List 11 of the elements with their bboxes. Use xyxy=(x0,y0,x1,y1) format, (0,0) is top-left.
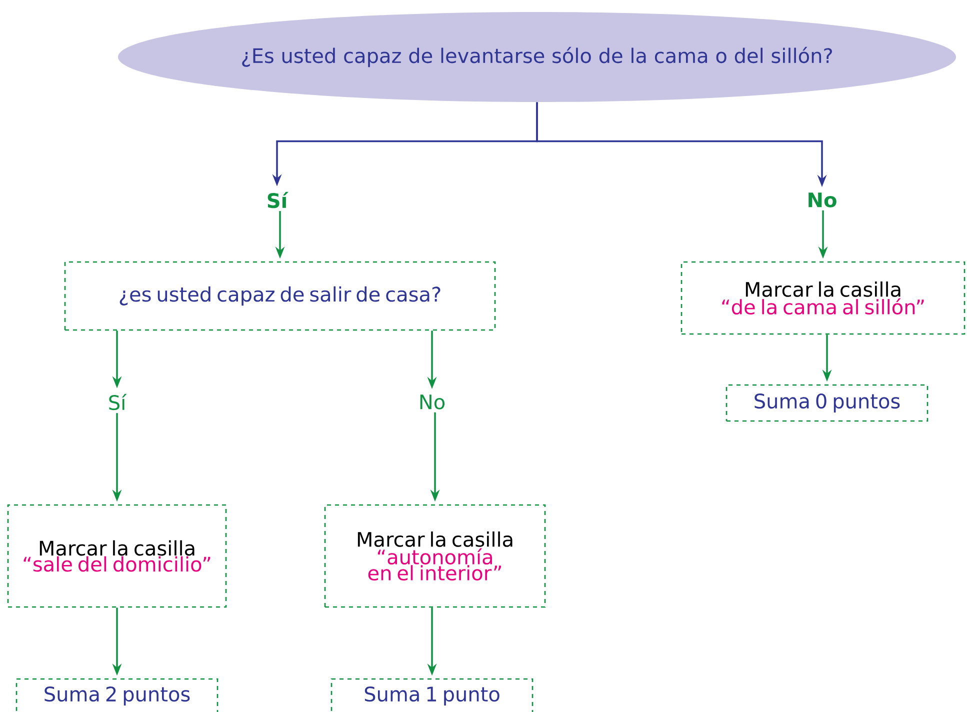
dashed-box: Marcar la casilla “autonomía en el interior” xyxy=(324,504,546,608)
answer-label: No xyxy=(808,192,836,208)
dashed-box: Marcar la casilla “sale del domicilio” xyxy=(7,504,227,608)
answer-label: Sí xyxy=(268,192,289,208)
answer-label: Sí xyxy=(109,394,127,410)
dashed-box: Suma 0 puntos xyxy=(726,384,928,422)
dashed-box: Marcar la casilla “de la cama al sillón” xyxy=(680,261,966,335)
dashed-box: Suma 1 punto xyxy=(330,678,534,712)
dashed-box: ¿es usted capaz de salir de casa? xyxy=(64,261,496,331)
answer-label: No xyxy=(420,394,445,410)
dashed-box: Suma 2 puntos xyxy=(16,678,218,712)
